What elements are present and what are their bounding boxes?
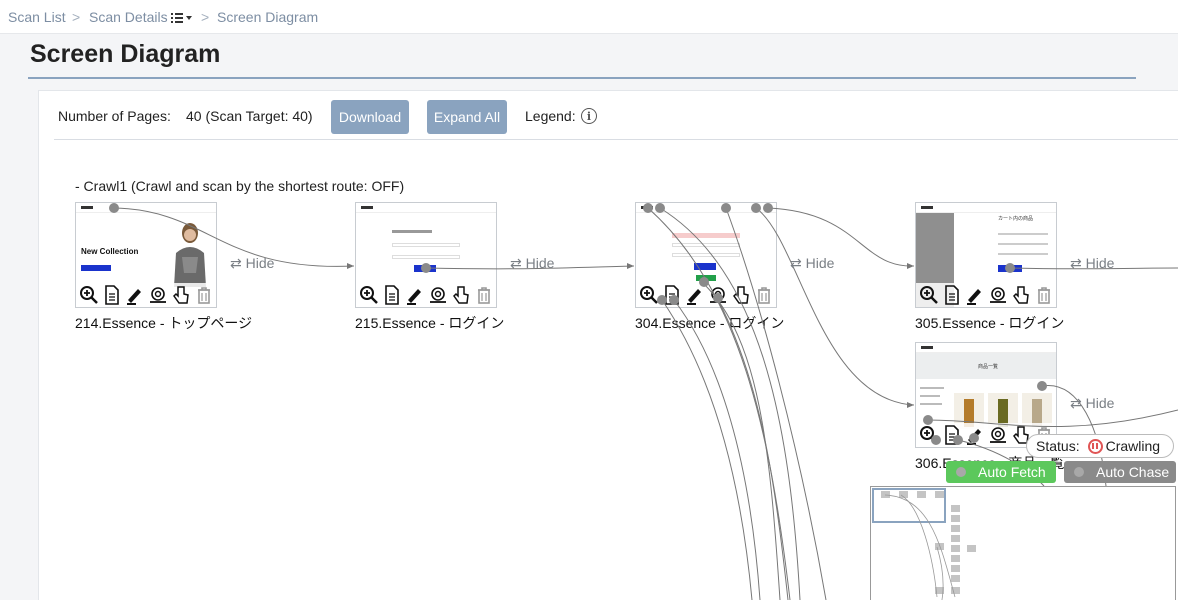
- auto-fetch-label: Auto Fetch: [978, 464, 1046, 480]
- title-divider: [28, 77, 1136, 79]
- swap-arrows-icon: ⇄: [1070, 395, 1086, 411]
- breadcrumb-separator: >: [72, 9, 81, 25]
- screen-node[interactable]: [355, 202, 497, 308]
- hide-link[interactable]: ⇄ Hide: [230, 255, 275, 271]
- trash-icon[interactable]: [193, 284, 215, 306]
- breadcrumb: Scan List > Scan Details > Screen Diagra…: [0, 0, 1178, 34]
- hide-link[interactable]: ⇄ Hide: [1070, 255, 1115, 271]
- trash-icon[interactable]: [1033, 284, 1055, 306]
- legend-label: Legend:: [525, 108, 576, 124]
- info-icon[interactable]: i: [581, 108, 597, 124]
- hide-link[interactable]: ⇄ Hide: [1070, 395, 1115, 411]
- thumbnail-banner: New Collection: [81, 247, 139, 256]
- node-action-icons: [356, 283, 496, 307]
- node-label[interactable]: 305.Essence - ログイン: [915, 315, 1065, 331]
- swap-arrows-icon: ⇄: [510, 255, 526, 271]
- zoom-in-icon[interactable]: [78, 284, 100, 306]
- hide-link[interactable]: ⇄ Hide: [790, 255, 835, 271]
- document-icon[interactable]: [941, 424, 963, 446]
- node-label[interactable]: 214.Essence - トップページ: [75, 315, 253, 331]
- list-dropdown-icon[interactable]: [171, 12, 195, 24]
- screen-node[interactable]: [635, 202, 777, 308]
- edit-icon[interactable]: [404, 284, 426, 306]
- thumbnail-heading: 商品一覧: [978, 364, 999, 370]
- zoom-in-icon[interactable]: [638, 284, 660, 306]
- zoom-in-icon[interactable]: [918, 424, 940, 446]
- document-icon[interactable]: [661, 284, 683, 306]
- pointer-icon[interactable]: [170, 284, 192, 306]
- swap-arrows-icon: ⇄: [790, 255, 806, 271]
- screen-node[interactable]: New Collection: [75, 202, 217, 308]
- pages-count-value: 40 (Scan Target: 40): [186, 108, 313, 124]
- breadcrumb-separator: >: [201, 9, 210, 25]
- pause-icon[interactable]: [1087, 438, 1103, 454]
- toggle-dot-icon: [1074, 467, 1084, 477]
- zoom-in-icon[interactable]: [358, 284, 380, 306]
- breadcrumb-scan-details[interactable]: Scan Details: [89, 9, 168, 25]
- edit-icon[interactable]: [964, 284, 986, 306]
- crawl-label: - Crawl1 (Crawl and scan by the shortest…: [75, 178, 405, 194]
- node-action-icons: [76, 283, 216, 307]
- breadcrumb-screen-diagram: Screen Diagram: [217, 9, 319, 25]
- document-icon[interactable]: [381, 284, 403, 306]
- hide-link[interactable]: ⇄ Hide: [510, 255, 555, 271]
- screen-node[interactable]: 商品一覧: [915, 342, 1057, 448]
- document-icon[interactable]: [941, 284, 963, 306]
- diagram-minimap[interactable]: [870, 486, 1176, 600]
- auto-fetch-toggle[interactable]: Auto Fetch: [946, 461, 1056, 483]
- snail-icon[interactable]: [427, 284, 449, 306]
- edit-icon[interactable]: [684, 284, 706, 306]
- node-action-icons: [636, 283, 776, 307]
- pointer-icon[interactable]: [1010, 284, 1032, 306]
- auto-chase-label: Auto Chase: [1096, 464, 1170, 480]
- swap-arrows-icon: ⇄: [1070, 255, 1086, 271]
- toolbar-divider: [54, 139, 1178, 140]
- node-label[interactable]: 304.Essence - ログイン: [635, 315, 785, 331]
- status-value: Crawling: [1105, 438, 1161, 454]
- snail-icon[interactable]: [987, 424, 1009, 446]
- minimap-edges: [884, 494, 956, 600]
- edit-icon[interactable]: [964, 424, 986, 446]
- snail-icon[interactable]: [987, 284, 1009, 306]
- download-button[interactable]: Download: [331, 100, 409, 134]
- expand-all-button[interactable]: Expand All: [427, 100, 507, 134]
- screen-node[interactable]: カート内の商品: [915, 202, 1057, 308]
- edit-icon[interactable]: [124, 284, 146, 306]
- swap-arrows-icon: ⇄: [230, 255, 246, 271]
- snail-icon[interactable]: [147, 284, 169, 306]
- node-label[interactable]: 215.Essence - ログイン: [355, 315, 505, 331]
- breadcrumb-scan-list[interactable]: Scan List: [8, 9, 66, 25]
- pointer-icon[interactable]: [450, 284, 472, 306]
- status-indicator: Status: Crawling: [1026, 434, 1174, 458]
- node-action-icons: [916, 283, 1056, 307]
- pages-count-label: Number of Pages:: [58, 108, 171, 124]
- status-label: Status:: [1036, 438, 1080, 454]
- document-icon[interactable]: [101, 284, 123, 306]
- toggle-dot-icon: [956, 467, 966, 477]
- thumbnail-heading: カート内の商品: [998, 216, 1034, 222]
- model-photo: [174, 223, 206, 287]
- trash-icon[interactable]: [753, 284, 775, 306]
- pointer-icon[interactable]: [730, 284, 752, 306]
- auto-chase-toggle[interactable]: Auto Chase: [1064, 461, 1176, 483]
- zoom-in-icon[interactable]: [918, 284, 940, 306]
- snail-icon[interactable]: [707, 284, 729, 306]
- page-title: Screen Diagram: [30, 40, 221, 68]
- trash-icon[interactable]: [473, 284, 495, 306]
- minimap-viewport[interactable]: [872, 488, 946, 523]
